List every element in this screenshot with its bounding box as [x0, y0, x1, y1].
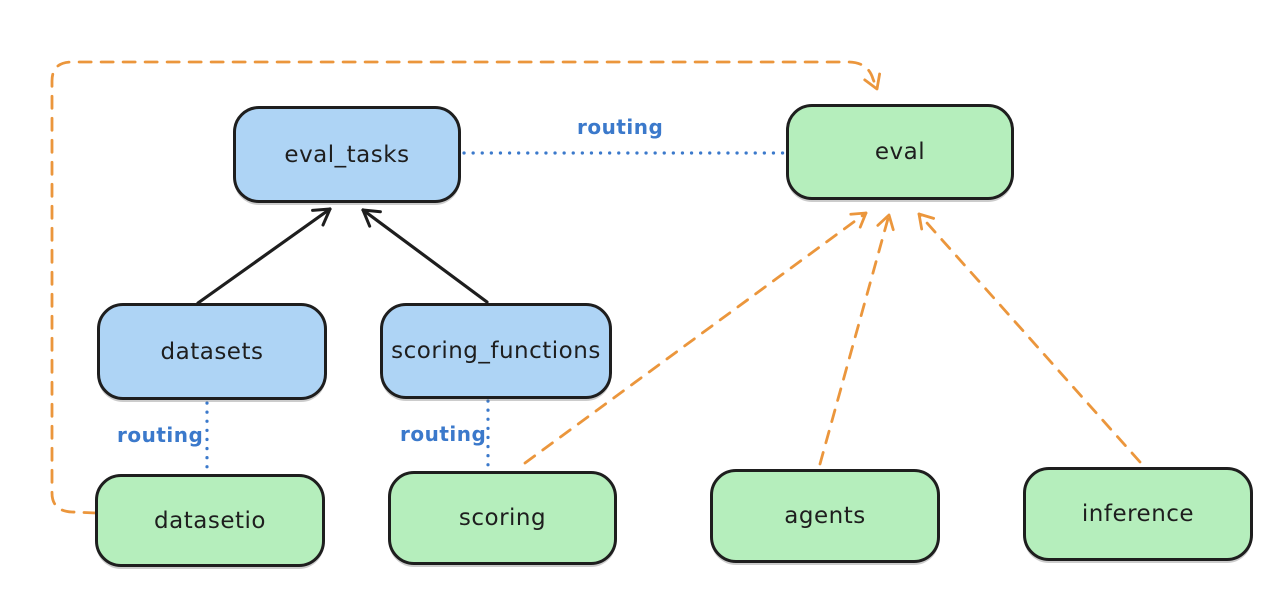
node-agents: agents — [710, 469, 940, 563]
node-datasets-label: datasets — [160, 338, 264, 365]
edge-datasets-to-eval-tasks — [196, 207, 332, 305]
edge-inference-to-eval-dashed — [917, 212, 1142, 464]
edge-agents-to-eval-dashed — [818, 213, 895, 466]
node-scoring: scoring — [388, 471, 617, 565]
node-scoring-label: scoring — [458, 505, 547, 531]
node-agents-label: agents — [784, 503, 866, 529]
node-scoring-functions-label: scoring_functions — [391, 338, 601, 364]
node-eval-tasks-label: eval_tasks — [284, 141, 410, 168]
node-scoring-functions: scoring_functions — [380, 303, 612, 399]
edge-label-routing-datasets-datasetio: routing — [117, 423, 204, 447]
edge-label-routing-scoring-functions-scoring: routing — [400, 422, 487, 446]
node-eval-tasks: eval_tasks — [233, 106, 461, 203]
node-datasetio: datasetio — [95, 474, 325, 567]
node-inference: inference — [1023, 467, 1253, 561]
node-eval-label: eval — [874, 139, 926, 165]
node-inference-label: inference — [1081, 501, 1195, 527]
edge-scoring-to-eval-dashed — [523, 211, 868, 465]
edge-label-routing-eval-tasks-eval: routing — [577, 115, 664, 139]
edge-datasetio-to-eval-dashed — [50, 60, 881, 515]
edge-scoring-functions-to-eval-tasks — [361, 208, 489, 304]
node-eval: eval — [786, 104, 1014, 200]
node-datasets: datasets — [97, 303, 327, 400]
node-datasetio-label: datasetio — [154, 507, 266, 534]
